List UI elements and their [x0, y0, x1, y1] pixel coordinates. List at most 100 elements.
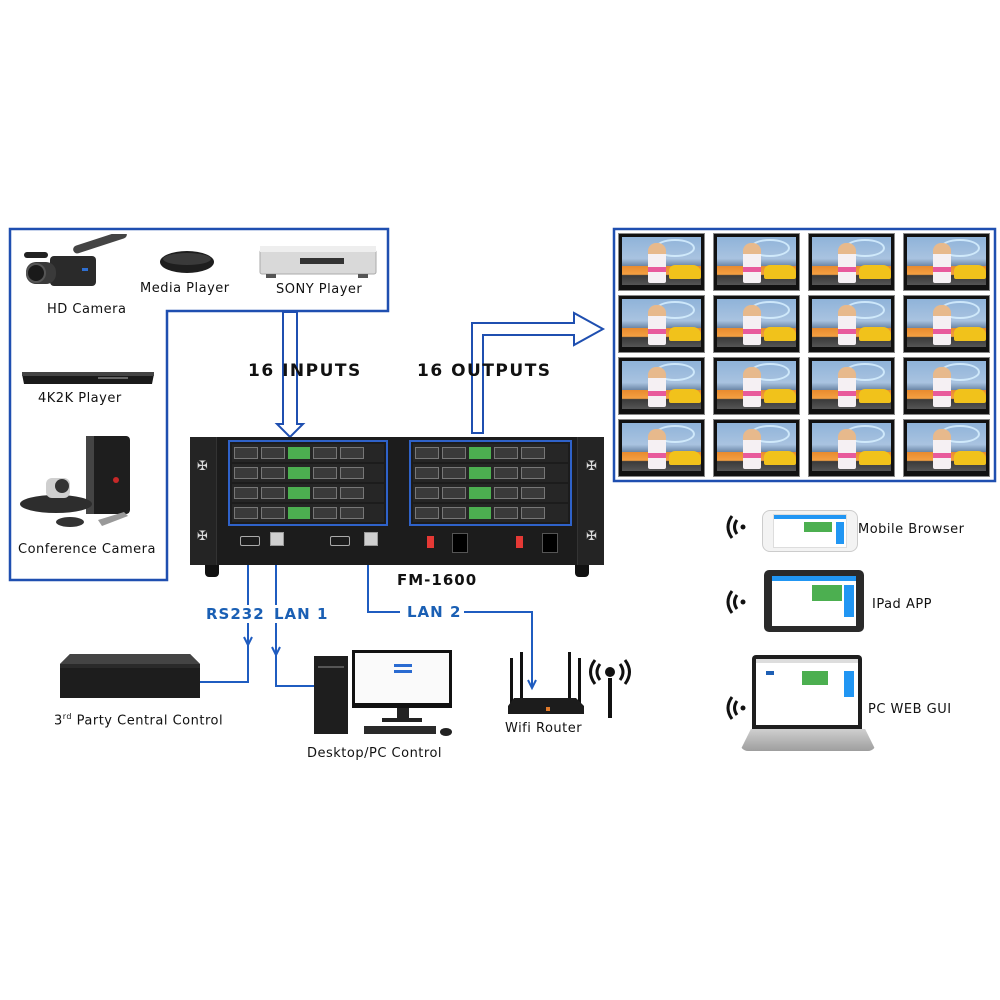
wifi-router-label: Wifi Router [505, 721, 583, 736]
hdmi-port [261, 467, 285, 479]
terminal-block [288, 447, 310, 459]
hdmi-port [340, 467, 364, 479]
output-card [413, 504, 568, 522]
power-inlet-2 [542, 533, 558, 553]
lan1-arrowhead [271, 646, 281, 658]
video-wall [618, 233, 991, 477]
4k2k-player-device [18, 368, 158, 390]
hd-camera-label: HD Camera [47, 302, 127, 317]
display-screen [808, 419, 895, 477]
display-screen [713, 357, 800, 415]
terminal-block [288, 487, 310, 499]
output-card [413, 444, 568, 462]
mobile-browser-label: Mobile Browser [858, 522, 965, 537]
right-rack-ear [577, 437, 604, 565]
hdmi-port [313, 487, 337, 499]
media-player-label: Media Player [140, 281, 230, 296]
fan-icon: ✠ [197, 459, 208, 474]
display-screen [808, 357, 895, 415]
terminal-block [469, 467, 491, 479]
inputs-label: 16 INPUTS [248, 361, 362, 381]
power-inlet-1 [452, 533, 468, 553]
display-screen [713, 295, 800, 353]
hd-camera-device [22, 234, 132, 302]
wifi-signal-icon [722, 587, 748, 617]
hdmi-port [261, 487, 285, 499]
ipad-app-label: IPad APP [872, 597, 933, 612]
hdmi-port [494, 507, 518, 519]
ordinal-suffix: rd [62, 712, 73, 721]
lan2-label: LAN 2 [404, 603, 465, 621]
terminal-block [288, 507, 310, 519]
wifi-router-device [500, 650, 636, 720]
video-camera-icon [24, 234, 127, 286]
fan-icon: ✠ [586, 529, 597, 544]
desktop-computer-icon [314, 650, 452, 736]
outputs-arrow [471, 311, 606, 434]
4k2k-player-label: 4K2K Player [38, 391, 122, 406]
left-rack-ear [190, 437, 217, 565]
hdmi-port [313, 447, 337, 459]
terminal-block [469, 507, 491, 519]
hdmi-port [521, 467, 545, 479]
dvd-player-icon [259, 246, 377, 278]
display-screen [618, 233, 705, 291]
display-screen [903, 295, 990, 353]
output-card [413, 484, 568, 502]
model-label: FM-1600 [397, 571, 478, 589]
sony-player-label: SONY Player [276, 282, 363, 297]
hdmi-port [442, 507, 466, 519]
conference-camera-icon [20, 436, 130, 527]
chassis-foot [205, 565, 219, 577]
display-screen [618, 419, 705, 477]
fan-icon: ✠ [197, 529, 208, 544]
com1-port [240, 536, 260, 546]
media-player-icon [160, 251, 214, 273]
lan1-port [270, 532, 284, 546]
hdmi-port [415, 507, 439, 519]
hdmi-port [442, 487, 466, 499]
terminal-block [469, 447, 491, 459]
display-screen [618, 357, 705, 415]
conference-camera-label: Conference Camera [18, 542, 156, 557]
rs232-arrowhead [243, 636, 253, 648]
display-screen [808, 233, 895, 291]
outputs-label: 16 OUTPUTS [417, 361, 552, 381]
lan1-label: LAN 1 [274, 605, 329, 623]
lan1-line [275, 542, 316, 687]
pc-web-gui-label: PC WEB GUI [868, 702, 952, 717]
hdmi-port [234, 507, 258, 519]
sony-player-device [258, 244, 378, 280]
ordinal-number: 3 [54, 713, 63, 729]
fan-icon: ✠ [586, 459, 597, 474]
power-switch-1 [427, 536, 434, 548]
hdmi-port [415, 447, 439, 459]
output-card [413, 464, 568, 482]
hdmi-port [415, 487, 439, 499]
bluray-player-icon [22, 372, 154, 384]
matrix-chassis: ✠ ✠ ✠ ✠ [190, 437, 604, 565]
desktop-pc-label: Desktop/PC Control [307, 746, 443, 761]
tablet-icon [764, 570, 864, 632]
conference-camera-device [18, 430, 133, 535]
laptop-icon [740, 655, 876, 757]
display-screen [713, 233, 800, 291]
hdmi-port [340, 507, 364, 519]
chassis-foot [575, 565, 589, 577]
hdmi-port [234, 447, 258, 459]
wifi-signal-icon [722, 512, 748, 542]
hdmi-port [494, 467, 518, 479]
hdmi-port [234, 467, 258, 479]
desktop-pc-device [310, 650, 460, 742]
central-control-label: 3rd Party Central Control [54, 712, 223, 728]
hdmi-port [340, 447, 364, 459]
display-screen [903, 357, 990, 415]
inputs-arrow [274, 311, 306, 439]
smartphone-icon [762, 510, 858, 552]
router-icon [508, 652, 631, 718]
power-switch-2 [516, 536, 523, 548]
hdmi-port [261, 507, 285, 519]
hdmi-port [521, 447, 545, 459]
hdmi-port [234, 487, 258, 499]
